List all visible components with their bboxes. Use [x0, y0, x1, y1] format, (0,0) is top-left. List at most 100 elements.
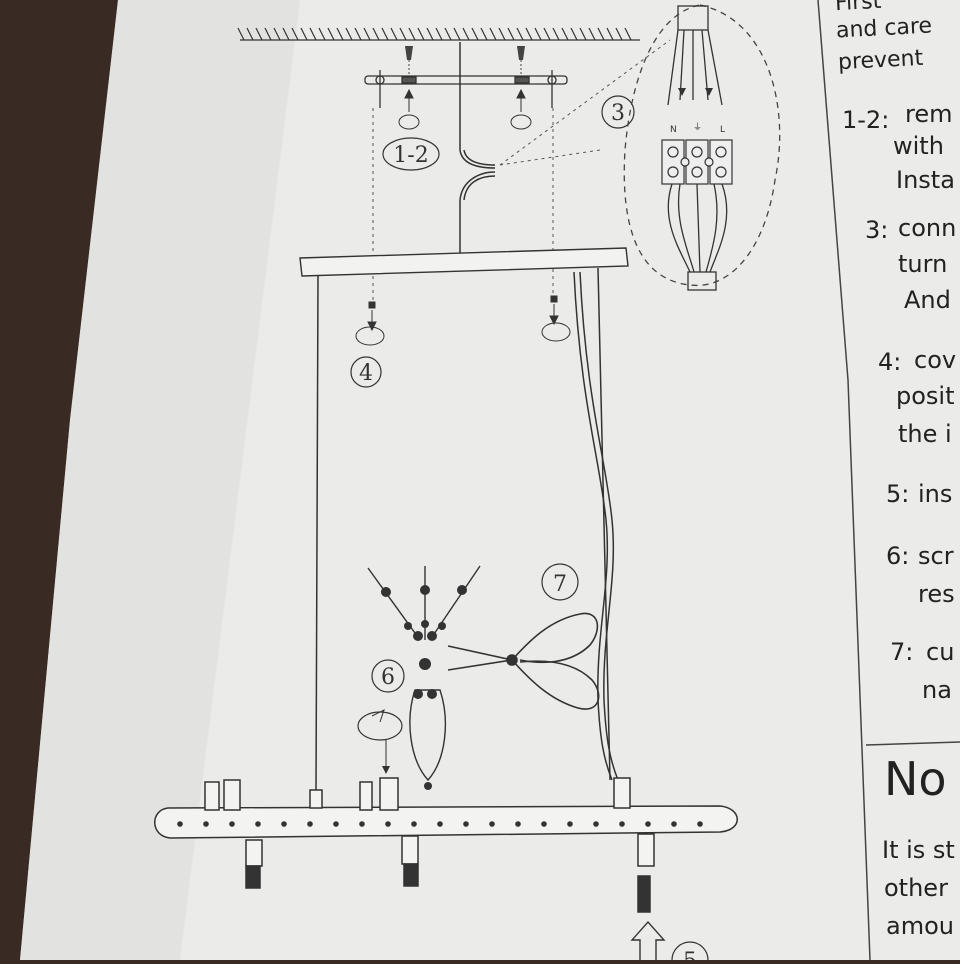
note-divider	[865, 741, 960, 746]
ceiling-hatch	[552, 27, 560, 41]
step-5-line-1: ins	[918, 480, 953, 508]
ceiling-hatch	[471, 27, 479, 41]
ceiling-hatch	[291, 27, 299, 41]
ceiling-hatch	[624, 27, 632, 41]
ceiling-hatch	[363, 27, 371, 41]
step-5-number: 5:	[886, 480, 910, 508]
step-3-line-2: turn	[898, 250, 948, 278]
bar-dot	[359, 821, 365, 827]
step-3-line-1: conn	[898, 214, 957, 242]
canopy-screws	[355, 295, 571, 346]
ceiling-hatch	[246, 27, 254, 41]
guide-lines	[372, 39, 671, 300]
ceiling-hatch	[453, 27, 461, 41]
ceiling-hatch	[264, 27, 272, 41]
intro-line-2: and care	[835, 13, 933, 44]
crystal-beads	[381, 585, 467, 790]
bar-dot	[229, 821, 235, 827]
bar-dot	[385, 821, 391, 827]
bracket-arrows	[398, 88, 532, 130]
ceiling-hatch	[399, 27, 407, 41]
note-heading: No	[884, 752, 947, 806]
note-line-2: other	[884, 874, 948, 902]
ceiling-hatch	[336, 27, 344, 41]
step-1-2-line-3: Insta	[896, 166, 955, 194]
bar-dot	[333, 821, 339, 827]
wiring-detail: N ⏚ L	[623, 4, 781, 291]
step-6-line-1: scr	[918, 542, 954, 570]
step-4-number: 4:	[878, 348, 902, 376]
bar-dot	[697, 821, 703, 827]
ceiling-hatch	[372, 27, 380, 41]
step-7-number: 7:	[890, 638, 914, 666]
ceiling-hatch	[489, 27, 497, 41]
bar-dot	[593, 821, 599, 827]
ceiling-hatch	[507, 27, 515, 41]
terminal-n-label: N	[670, 125, 677, 135]
callout-step-7: 7	[541, 563, 579, 601]
ceiling-hatch	[597, 27, 605, 41]
callout-step-6: 6	[357, 659, 405, 774]
bar-dot	[489, 821, 495, 827]
step-1-2-line-2: with	[893, 132, 944, 160]
note-line-3: amou	[886, 912, 954, 940]
supply-cable	[459, 42, 496, 256]
ceiling	[237, 27, 640, 41]
ceiling-hatch	[255, 27, 263, 41]
step-4-line-1: cov	[914, 346, 957, 374]
bar-dot	[541, 821, 547, 827]
ceiling-hatch	[408, 27, 416, 41]
intro-line-3: prevent	[837, 45, 924, 76]
note-line-1: It is st	[882, 836, 955, 864]
bar-dot	[281, 821, 287, 827]
bar-dot	[463, 821, 469, 827]
step-7-line-1: cu	[926, 638, 955, 666]
bar-dot	[515, 821, 521, 827]
ceiling-hatch	[309, 27, 317, 41]
ceiling-hatch	[354, 27, 362, 41]
terminal-l-label: L	[720, 125, 725, 135]
ceiling-hatch	[318, 27, 326, 41]
bar-dot	[671, 821, 677, 827]
intro-line-1: First	[834, 0, 882, 17]
suspension-cables	[315, 267, 619, 791]
bar-dot	[307, 821, 313, 827]
bar-dot	[437, 821, 443, 827]
callout-step-4: 4	[350, 356, 382, 388]
ceiling-hatch	[606, 27, 614, 41]
ceiling-hatch	[588, 27, 596, 41]
canopy-plate	[299, 247, 629, 277]
step-1-2-line-1: rem	[905, 100, 953, 128]
bar-dot	[177, 821, 183, 827]
step-6-number: 6:	[886, 542, 910, 570]
light-bar	[154, 777, 738, 913]
step-3-line-3: And	[904, 286, 951, 314]
ceiling-hatch	[237, 27, 245, 41]
callout-step-4-label: 4	[359, 361, 373, 386]
bar-dot	[567, 821, 573, 827]
callout-step-7-label: 7	[553, 572, 567, 597]
ceiling-hatch	[561, 27, 569, 41]
ceiling-hatch	[273, 27, 281, 41]
ceiling-hatch	[579, 27, 587, 41]
bar-dot	[255, 821, 261, 827]
ceiling-hatch	[525, 27, 533, 41]
ceiling-hatch	[615, 27, 623, 41]
step-4-line-3: the i	[898, 420, 952, 448]
ceiling-hatch	[516, 27, 524, 41]
paper-shadow	[20, 0, 300, 960]
step-1-2-number: 1-2:	[842, 106, 890, 134]
ceiling-hatch	[570, 27, 578, 41]
ceiling-hatch	[480, 27, 488, 41]
step-4-line-2: posit	[896, 382, 955, 410]
scissors-icon	[447, 612, 600, 710]
ceiling-hatch	[543, 27, 551, 41]
ceiling-hatch	[390, 27, 398, 41]
ceiling-hatch	[381, 27, 389, 41]
step-3-number: 3:	[865, 216, 889, 244]
terminal-ground-label: ⏚	[693, 122, 702, 133]
ceiling-hatch	[534, 27, 542, 41]
step-7-line-2: na	[922, 676, 952, 704]
ceiling-hatch	[300, 27, 308, 41]
